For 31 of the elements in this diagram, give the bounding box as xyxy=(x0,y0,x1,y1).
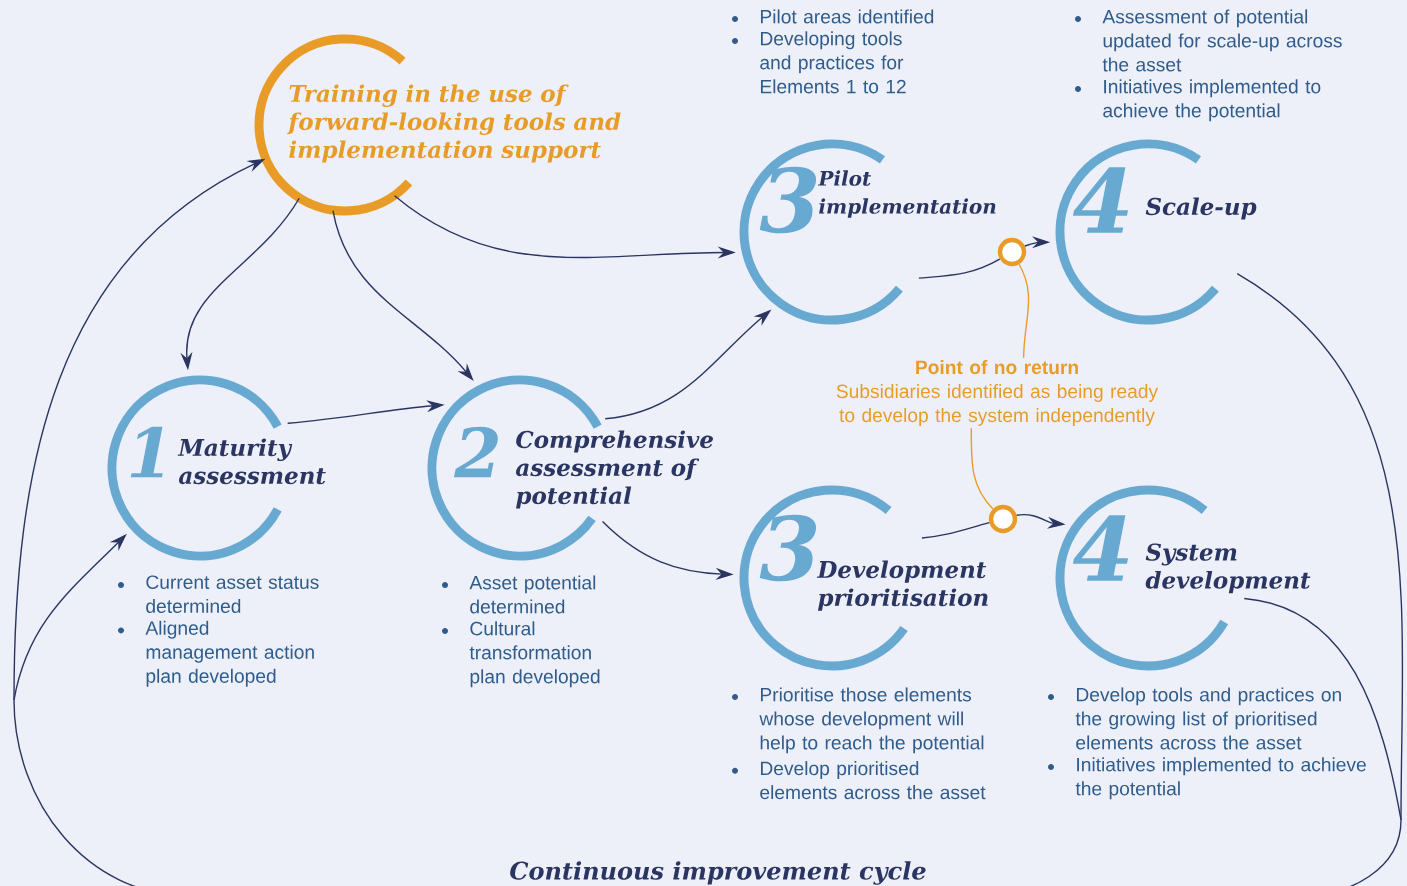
step-title: Maturity assessment xyxy=(177,438,326,485)
bullet-item: Aligned management action plan developed xyxy=(145,620,314,687)
bullet-item: Pilot areas identified xyxy=(761,9,934,24)
step-title: Development prioritisation xyxy=(816,560,988,611)
cycle-caption: Continuous improvement cycle xyxy=(510,861,926,885)
step-number: 1 xyxy=(130,426,163,478)
step-title: Pilot implementation xyxy=(817,170,996,218)
step-number: 4 xyxy=(1072,167,1129,233)
leader-line xyxy=(970,427,994,510)
callout-text: Point of no return Subsidiaries identified as being ready to develop the system independently xyxy=(836,360,1159,426)
step-title: Comprehensive assessment of potential xyxy=(516,430,713,509)
bullet-item: Develop tools and practices on the growing list of prioritised elements across the asset xyxy=(1075,687,1341,750)
step-number: 3 xyxy=(759,166,817,234)
bullet-item: Cultural transformation plan developed xyxy=(469,621,600,688)
step-title: Scale-up xyxy=(1145,197,1257,220)
junction-circle xyxy=(997,237,1027,267)
step-title: System development xyxy=(1145,543,1311,594)
leader-line xyxy=(1018,263,1030,359)
bullet-item: Developing tools and practices for Elements 1 to 12 xyxy=(760,31,906,94)
bullet-item: Initiatives implemented to achieve the potential xyxy=(1103,79,1321,122)
step-number: 4 xyxy=(1072,515,1129,581)
bullet-item: Current asset status determined xyxy=(146,575,319,613)
bullet-item: Assessment of potential updated for scale-up across the asset xyxy=(1102,9,1342,72)
step-number: 3 xyxy=(759,514,817,582)
bullet-item: Develop prioritised elements across the asset xyxy=(760,761,986,800)
step-title: Training in the use of forward-looking tools and implementation support xyxy=(287,84,621,163)
step-number: 2 xyxy=(454,426,498,478)
bullet-item: Prioritise those elements whose development will help to reach the potential xyxy=(759,687,984,754)
bullet-item: Initiatives implemented to achieve the potential xyxy=(1075,757,1366,800)
bullet-item: Asset potential determined xyxy=(469,575,596,614)
junction-circle xyxy=(988,504,1018,534)
